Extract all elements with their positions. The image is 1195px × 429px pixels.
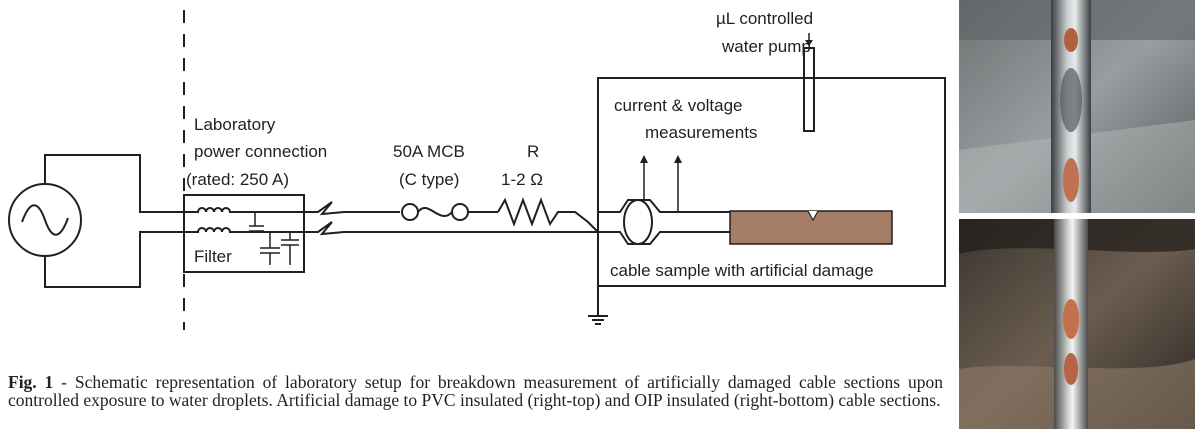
label-resistor-2: 1-2 Ω (501, 170, 543, 189)
label-filter: Filter (194, 247, 232, 266)
label-pump-2: water pump (721, 37, 811, 56)
label-pump-1: µL controlled (716, 9, 813, 28)
label-lab-power-1: Laboratory (194, 115, 276, 134)
schematic-diagram: Laboratory power connection (rated: 250 … (8, 9, 946, 330)
test-enclosure-box (597, 77, 946, 287)
pvc-cable-damage-photo (959, 0, 1195, 213)
label-lab-power-3: (rated: 250 A) (186, 170, 289, 189)
label-measurements-2: measurements (645, 123, 757, 142)
mcb-fuse-symbol (401, 203, 498, 221)
label-mcb-2: (C type) (399, 170, 459, 189)
ac-source-symbol (8, 154, 184, 288)
cable-sample (729, 210, 893, 245)
oip-cable-damage-photo (959, 219, 1195, 429)
resistor-symbol (497, 197, 599, 233)
line-break-symbol (304, 201, 600, 236)
label-measurements-1: current & voltage (614, 96, 743, 115)
water-pump-symbol (803, 33, 815, 132)
ground-symbol (588, 286, 608, 325)
label-lab-power-2: power connection (194, 142, 327, 161)
current-transformer-symbol (598, 199, 730, 245)
label-cable-sample: cable sample with artificial damage (610, 261, 874, 280)
caption-text: - Schematic representation of laboratory… (8, 372, 943, 410)
caption-fig-label: Fig. 1 (8, 372, 54, 392)
measurement-arrows (640, 155, 682, 212)
filter-box (183, 194, 305, 273)
label-mcb-1: 50A MCB (393, 142, 465, 161)
figure-caption: Fig. 1 - Schematic representation of lab… (8, 373, 943, 409)
label-resistor-1: R (527, 142, 539, 161)
